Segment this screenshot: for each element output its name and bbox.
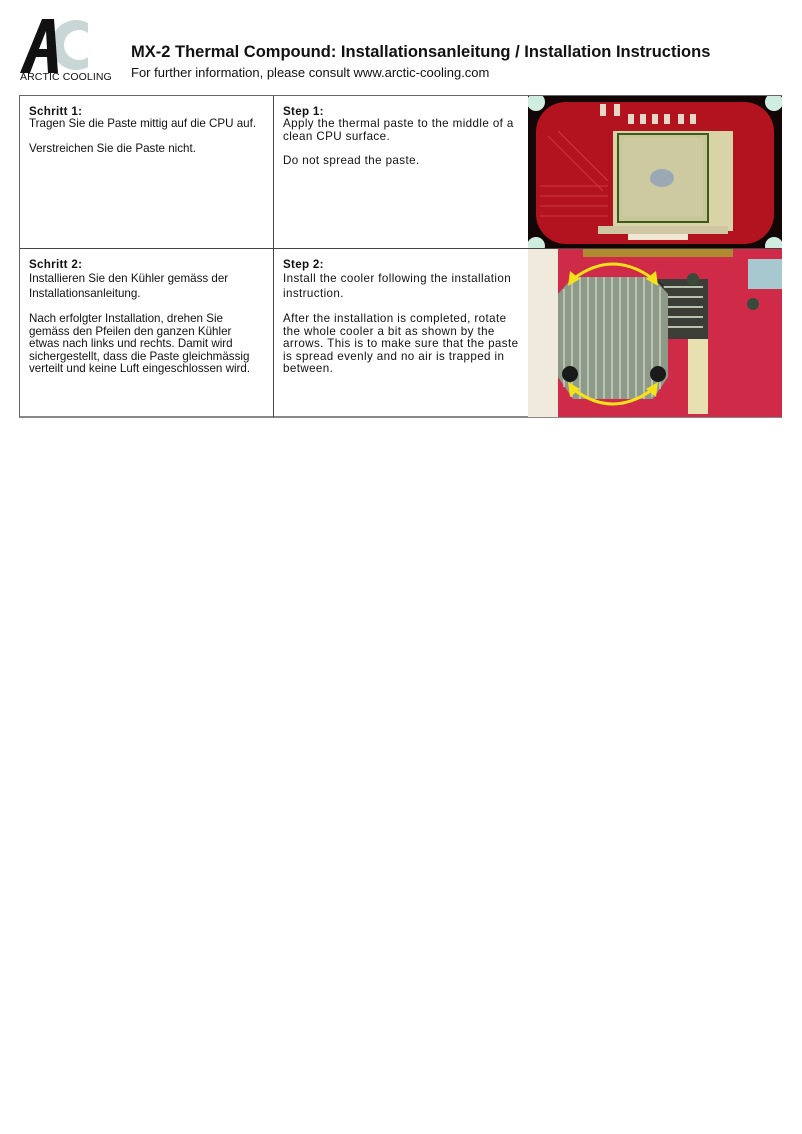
step-2-german-cell: Schritt 2: Installieren Sie den Kühler g… (20, 249, 274, 417)
arctic-cooling-logo: ARCTIC COOLING (18, 17, 112, 85)
step-2-english-cell: Step 2: Install the cooler following the… (274, 249, 528, 417)
step-1-german-text-2: Verstreichen Sie die Paste nicht. (29, 141, 196, 155)
step-1-english-text-2: Do not spread the paste. (283, 154, 420, 168)
instructions-table: Schritt 1: Tragen Sie die Paste mittig a… (19, 95, 782, 418)
step-row-2: Schritt 2: Installieren Sie den Kühler g… (20, 249, 782, 417)
step-1-english-cell: Step 1: Apply the thermal paste to the m… (274, 96, 528, 248)
logo-mark-icon (20, 19, 88, 73)
step-1-german-title: Schritt 1: (29, 105, 83, 118)
step-2-english-text-2: After the installation is completed, rot… (283, 312, 519, 376)
step-1-german-cell: Schritt 1: Tragen Sie die Paste mittig a… (20, 96, 274, 248)
step-1-photo (528, 96, 782, 248)
step-1-german-text-1: Tragen Sie die Paste mittig auf die CPU … (29, 117, 257, 131)
cooler-rotation-image (528, 249, 782, 417)
step-2-english-title: Step 2: (283, 258, 324, 271)
step-2-german-title: Schritt 2: (29, 258, 83, 271)
step-1-english-title: Step 1: (283, 105, 324, 118)
logo-text: ARCTIC COOLING (20, 71, 112, 83)
step-2-photo (528, 249, 782, 417)
cpu-with-paste-image (528, 96, 782, 248)
step-2-english-text-1: Install the cooler following the install… (283, 272, 512, 301)
step-1-english-text-1: Apply the thermal paste to the middle of… (283, 117, 514, 143)
step-2-german-text-1: Installieren Sie den Kühler gemäss der I… (29, 272, 229, 301)
page-subtitle: For further information, please consult … (131, 65, 490, 80)
step-2-german-text-2: Nach erfolgter Installation, drehen Sie … (29, 312, 251, 376)
step-row-1: Schritt 1: Tragen Sie die Paste mittig a… (20, 96, 782, 249)
page-title: MX-2 Thermal Compound: Installationsanle… (131, 43, 711, 61)
